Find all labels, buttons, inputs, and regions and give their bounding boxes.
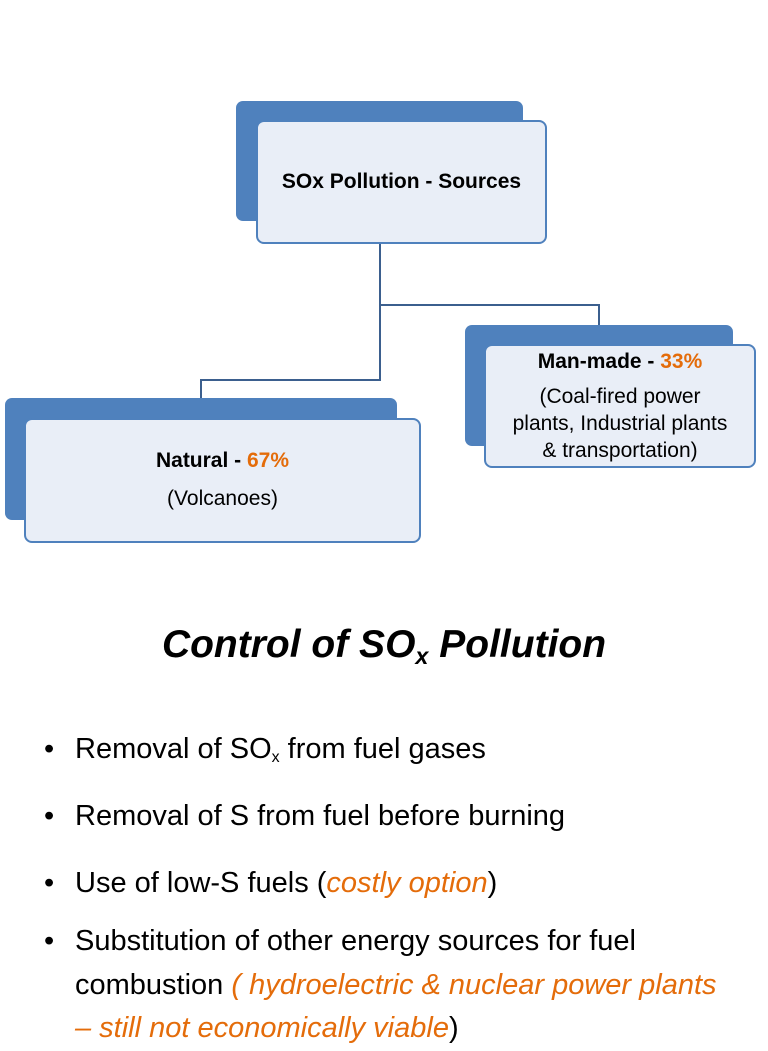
man-made-detail-line-2: plants, Industrial plants xyxy=(512,411,728,435)
connector-lines xyxy=(200,243,600,398)
root-box-title: SOx Pollution - Sources xyxy=(281,170,522,194)
connector-root-to-natural xyxy=(200,243,381,398)
bullet-item: Removal of SOx from fuel gases xyxy=(44,728,724,770)
bullet-1-prefix: Removal of SO xyxy=(75,733,272,765)
bullet-3-suffix: ) xyxy=(487,867,498,900)
man-made-percent: 33% xyxy=(660,350,703,374)
bullet-4-suffix: ) xyxy=(448,1012,459,1045)
bullet-3-accent: costly option xyxy=(326,867,488,900)
root-box: SOx Pollution - Sources xyxy=(256,120,547,244)
natural-percent: 67% xyxy=(246,449,290,473)
bullet-1-subscript: x xyxy=(271,748,280,766)
control-title-subscript: x xyxy=(415,643,429,670)
man-made-box: Man-made - 33% (Coal-fired power plants,… xyxy=(484,344,756,468)
natural-box: Natural - 67% (Volcanoes) xyxy=(24,418,421,543)
man-made-heading: Man-made - 33% xyxy=(538,349,703,374)
diagram-connectors xyxy=(200,243,600,398)
connector-root-to-man-made xyxy=(379,243,600,325)
bullet-1-suffix: from fuel gases xyxy=(279,733,486,765)
bullet-item: Substitution of other energy sources for… xyxy=(44,920,724,1051)
natural-detail: (Volcanoes) xyxy=(167,487,278,511)
control-bullet-list: Removal of SOx from fuel gases Removal o… xyxy=(44,728,724,1051)
bullet-item: Removal of S from fuel before burning xyxy=(44,795,724,837)
man-made-detail-line-3: & transportation) xyxy=(542,439,698,463)
natural-heading: Natural - 67% xyxy=(156,448,289,473)
man-made-detail-line-1: (Coal-fired power xyxy=(539,384,701,408)
bullet-item: Use of low-S fuels (costly option) xyxy=(44,862,724,904)
bullet-4-prefix: Substitution of other energy sources for… xyxy=(75,925,636,1001)
control-title: Control of SOx Pollution xyxy=(0,622,768,669)
man-made-label: Man-made - xyxy=(537,350,661,374)
bullet-2-text: Removal of S from fuel before burning xyxy=(75,800,566,833)
control-title-suffix: Pollution xyxy=(428,623,607,666)
natural-label: Natural - xyxy=(155,449,247,473)
control-title-prefix: Control of SO xyxy=(161,623,416,666)
bullet-3-prefix: Use of low-S fuels ( xyxy=(75,867,327,900)
